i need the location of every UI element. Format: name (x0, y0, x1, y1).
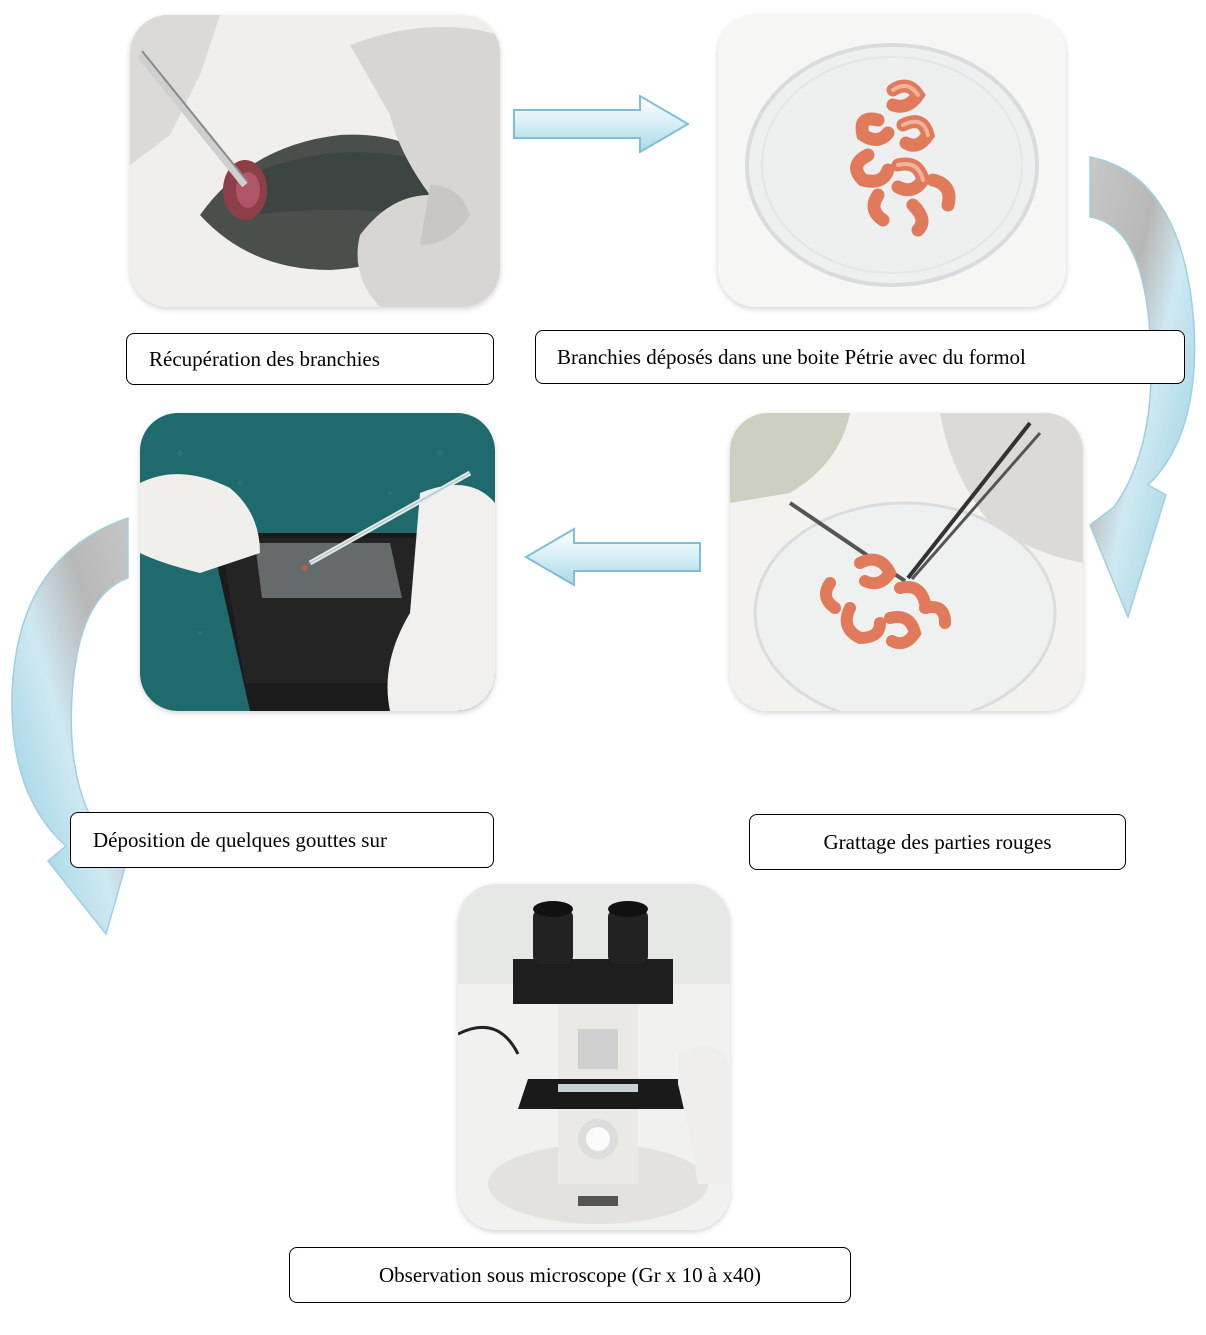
curved-arrow-down-right-icon (1088, 155, 1200, 620)
microscope-photo (458, 884, 730, 1230)
arrow-right-icon (512, 94, 692, 154)
caption-step-4: Déposition de quelques gouttes sur (70, 812, 494, 868)
caption-step-2: Branchies déposés dans une boite Pétrie … (535, 330, 1185, 384)
gill-scraping-photo (730, 413, 1083, 711)
caption-step-3-text: Grattage des parties rouges (824, 830, 1052, 855)
petri-dish-gills-photo (718, 15, 1066, 307)
caption-step-1: Récupération des branchies (126, 333, 494, 385)
arrow-left-icon (522, 527, 702, 587)
caption-step-4-text: Déposition de quelques gouttes sur (93, 828, 387, 853)
caption-step-2-text: Branchies déposés dans une boite Pétrie … (557, 345, 1026, 370)
caption-step-5: Observation sous microscope (Gr x 10 à x… (289, 1247, 851, 1303)
slide-pipette-photo (140, 413, 495, 711)
caption-step-1-text: Récupération des branchies (149, 347, 380, 372)
caption-step-3: Grattage des parties rouges (749, 814, 1126, 870)
fish-gill-extraction-photo (130, 15, 500, 307)
caption-step-5-text: Observation sous microscope (Gr x 10 à x… (379, 1263, 761, 1288)
curved-arrow-down-left-icon (6, 516, 136, 936)
